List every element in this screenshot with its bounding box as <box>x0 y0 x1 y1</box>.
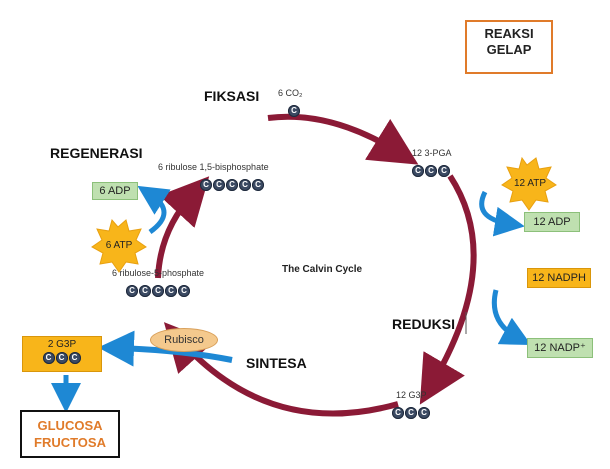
arc-reduction-arrow <box>419 174 477 405</box>
g3p12-label: 12 G3P <box>396 390 427 400</box>
carbon-atom: C <box>239 179 251 191</box>
atp12-to-adp12-arrow <box>479 190 525 237</box>
atp12-label: 12 ATP <box>513 178 547 189</box>
atp6-label: 6 ATP <box>105 240 133 251</box>
title-box: REAKSI GELAP <box>465 20 553 74</box>
stage-fiksasi: FIKSASI <box>204 88 260 104</box>
carbon-atom: C <box>213 179 225 191</box>
adp6-box: 6 ADP <box>92 182 138 200</box>
product-glucosa: GLUCOSA <box>37 418 103 433</box>
carbon-atom: C <box>252 179 264 191</box>
rubisco-enzyme: Rubisco <box>150 328 218 352</box>
carbon-atom: C <box>226 179 238 191</box>
pga-label: 12 3-PGA <box>412 148 452 158</box>
g3p2-label: 2 G3P <box>47 339 77 350</box>
products-box: GLUCOSA FRUCTOSA <box>20 410 120 458</box>
carbon-atom: C <box>288 105 300 117</box>
arc-synthesis-arrow <box>163 322 399 417</box>
atp6-star <box>91 218 147 273</box>
carbon-atom: C <box>405 407 417 419</box>
carbon-atom: C <box>392 407 404 419</box>
g3p-output-arrow <box>98 330 233 367</box>
adp12-box: 12 ADP <box>524 212 580 232</box>
co2-label: 6 CO₂ <box>278 88 303 98</box>
carbon-atom: C <box>200 179 212 191</box>
carbon-atom: C <box>139 285 151 297</box>
title-line2: GELAP <box>486 42 532 57</box>
carbon-atom: C <box>55 352 68 364</box>
carbon-atom: C <box>438 165 450 177</box>
center-label: The Calvin Cycle <box>282 264 363 275</box>
nadp12-box: 12 NADP⁺ <box>527 338 593 358</box>
product-fructosa: FRUCTOSA <box>34 435 106 450</box>
carbon-atom: C <box>68 352 81 364</box>
carbon-atom: C <box>418 407 430 419</box>
arc-regeneration-arrow <box>155 176 210 279</box>
r5p-label: 6 ribulose-5-phosphate <box>112 268 205 278</box>
arc-fixation-arrow <box>267 113 419 165</box>
stage-sintesa: SINTESA <box>246 355 307 371</box>
rubp-label: 6 ribulose 1,5-bisphosphate <box>158 162 269 172</box>
carbon-atom: C <box>42 352 55 364</box>
co2-carbons: C <box>288 100 301 118</box>
stage-reduksi: REDUKSI <box>392 316 456 332</box>
carbon-atom: C <box>126 285 138 297</box>
carbon-atom: C <box>412 165 424 177</box>
nadph12-box: 12 NADPH <box>527 268 591 288</box>
carbon-atom: C <box>165 285 177 297</box>
carbon-atom: C <box>425 165 437 177</box>
nadph-to-nadp-arrow <box>491 289 532 346</box>
stage-regenerasi: REGENERASI <box>50 145 143 161</box>
atp6-to-adp6-arrow <box>137 185 171 235</box>
carbon-atom: C <box>178 285 190 297</box>
title-line1: REAKSI <box>484 26 534 41</box>
carbon-atom: C <box>152 285 164 297</box>
atp12-star <box>501 156 557 211</box>
